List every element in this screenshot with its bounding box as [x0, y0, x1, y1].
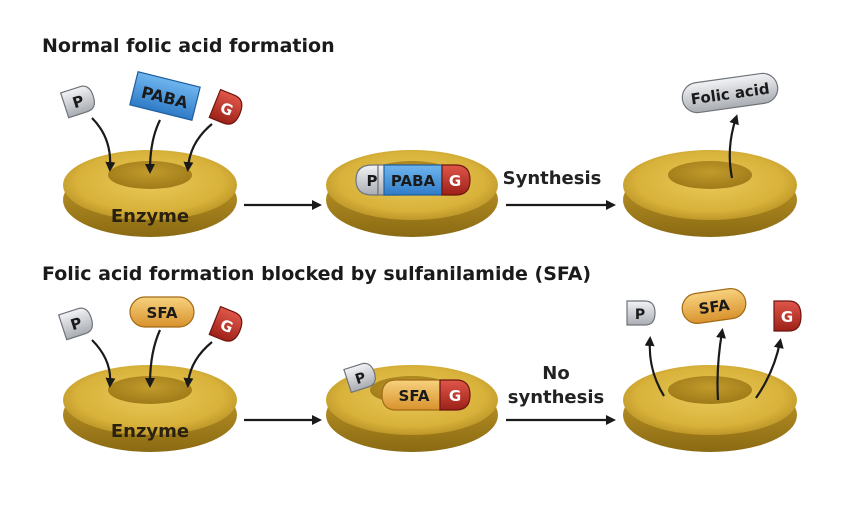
bound-p-label: P: [367, 172, 378, 190]
p-molecule-icon: P: [59, 85, 95, 119]
released-sfa-molecule-icon: SFA: [681, 288, 747, 324]
no-synthesis-label-line2: synthesis: [508, 387, 605, 408]
arrow-p-in: [91, 117, 116, 172]
g-molecule-icon: G: [208, 88, 243, 125]
enzyme-label: Enzyme: [111, 421, 189, 442]
svg-text:P: P: [353, 370, 368, 388]
folic-acid-molecule-icon: Folic acid: [681, 72, 779, 114]
unbound-p-molecule-icon: P: [343, 362, 376, 394]
p-molecule-icon: P: [57, 307, 93, 341]
released-p-molecule-icon: P: [626, 300, 656, 326]
bound-paba-label: PABA: [391, 172, 436, 190]
arrow-paba-in: [145, 119, 161, 174]
svg-text:P: P: [70, 92, 86, 113]
arrow-p-out: [644, 336, 665, 397]
g-molecule-icon: G: [208, 305, 243, 342]
enzyme-label: Enzyme: [111, 206, 189, 227]
svg-text:SFA: SFA: [698, 296, 732, 318]
synthesis-label: Synthesis: [503, 168, 602, 189]
arrow-g-in-bottom: [183, 341, 213, 388]
svg-text:P: P: [635, 307, 645, 323]
top-row-title: Normal folic acid formation: [42, 35, 335, 57]
arrow-p-in-bottom: [91, 339, 116, 388]
svg-text:SFA: SFA: [147, 304, 178, 322]
bottom-row-title: Folic acid formation blocked by sulfanil…: [42, 263, 591, 285]
svg-text:P: P: [68, 314, 84, 335]
no-synthesis-label-line1: No: [542, 363, 569, 384]
arrow-sfa-out: [716, 328, 726, 401]
bound-complex-p-paba-g: P PABA G: [355, 164, 471, 196]
sfa-molecule-icon: SFA: [129, 296, 195, 328]
arrow-sfa-in: [145, 329, 162, 388]
arrow-g-out: [755, 338, 784, 399]
arrow-g-in: [183, 123, 213, 172]
bound-complex-sfa-g: SFA G: [381, 379, 471, 411]
arrow-folic-out: [728, 114, 739, 179]
bound-g-label: G: [449, 387, 461, 405]
enzyme-torus-6: [623, 365, 797, 452]
enzyme-torus-3: [623, 150, 797, 237]
bound-g-label: G: [449, 172, 461, 190]
paba-molecule-icon: PABA: [129, 71, 201, 121]
svg-text:G: G: [781, 308, 793, 326]
bound-sfa-label: SFA: [399, 387, 430, 405]
released-g-molecule-icon: G: [773, 300, 802, 332]
